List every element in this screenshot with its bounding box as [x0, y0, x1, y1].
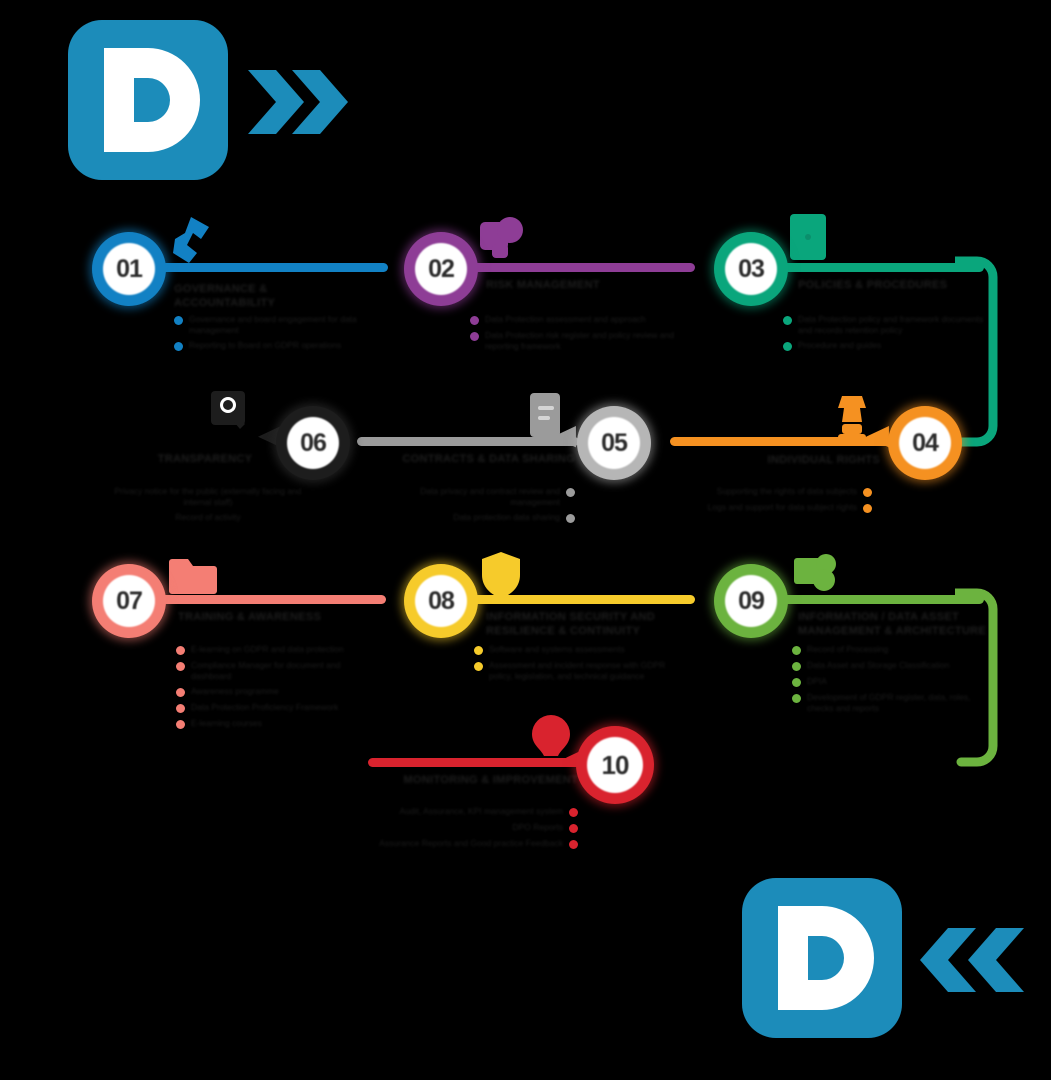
step-10-bar: [368, 758, 618, 767]
step-04-tail: [866, 426, 889, 448]
bullet-item: Awareness programme: [176, 686, 381, 697]
bullet-item: Development of GDPR register, data, role…: [792, 692, 987, 713]
step-07-bar: [140, 595, 386, 604]
connector-03-to-04: [955, 256, 998, 447]
step-08-bullets: Software and systems assessments Assessm…: [474, 644, 684, 686]
step-08-heading: INFORMATION SECURITY AND RESILIENCE & CO…: [486, 611, 655, 637]
step-03-bullets: Data Protection policy and framework doc…: [783, 314, 995, 356]
step-05-bullets: Data privacy and contract review and man…: [380, 486, 575, 528]
step-06-bullets: Privacy notice for the public (externall…: [105, 486, 305, 528]
bullet-item: Privacy notice for the public (externall…: [114, 486, 302, 507]
step-01-bullets: Governance and board engagement for data…: [174, 314, 374, 356]
step-02-bullets: Data Protection assessment and approach …: [470, 314, 680, 356]
brand-logo-bottom: [742, 878, 1030, 1042]
shield-icon: [482, 552, 520, 598]
megaphone-icon: [480, 217, 523, 258]
step-01-number: 01: [103, 243, 155, 295]
step-10-circle[interactable]: 10: [576, 726, 654, 804]
step-08-number: 08: [415, 575, 467, 627]
cloud-icon: [794, 554, 836, 591]
step-09-number: 09: [725, 575, 777, 627]
step-09-bullets: Record of Processing Data Asset and Stor…: [792, 644, 987, 718]
bullet-item: Data Asset and Storage Classification: [792, 660, 987, 671]
bullet-item: Governance and board engagement for data…: [174, 314, 374, 335]
step-05-circle[interactable]: 05: [577, 406, 651, 480]
step-07-bullets: E-learning on GDPR and data protection C…: [176, 644, 381, 734]
bullet-item: Data Protection assessment and approach: [470, 314, 680, 325]
step-01-bar: [140, 263, 388, 272]
bullet-item: E-learning courses: [176, 718, 381, 729]
step-06-number: 06: [287, 417, 339, 469]
magnifier-user-icon: [211, 391, 245, 429]
step-04-number: 04: [899, 417, 951, 469]
bullet-item: DPO Reports: [358, 822, 578, 833]
bullet-item: Compliance Manager for document and dash…: [176, 660, 381, 681]
bullet-item: Data Protection Proficiency Framework: [176, 702, 381, 713]
bullet-item: Record of activity: [175, 512, 241, 522]
bullet-item: Assessment and incident response with GD…: [474, 660, 684, 681]
step-05-heading: CONTRACTS & DATA SHARING: [402, 453, 575, 465]
bullet-item: Audit, Assurance, KPI management system: [358, 806, 578, 817]
step-04-circle[interactable]: 04: [888, 406, 962, 480]
step-02-number: 02: [415, 243, 467, 295]
step-03-heading: POLICIES & PROCEDURES: [798, 279, 948, 291]
step-04-bullets: Supporting the rights of data subjects L…: [672, 486, 872, 518]
step-04-heading: INDIVIDUAL RIGHTS: [767, 454, 880, 466]
step-09-bar: [762, 595, 984, 604]
bullet-item: Assurance Reports and Good practice Feed…: [358, 838, 578, 849]
connector-09-to-10: [955, 588, 998, 767]
step-07-heading: TRAINING & AWARENESS: [178, 611, 322, 623]
step-02-circle[interactable]: 02: [404, 232, 478, 306]
step-10-bullets: Audit, Assurance, KPI management system …: [358, 806, 578, 854]
step-07-circle[interactable]: 07: [92, 564, 166, 638]
bullet-item: Data protection data sharing: [380, 512, 575, 523]
logo-d-tile-icon: [68, 20, 228, 180]
step-09-circle[interactable]: 09: [714, 564, 788, 638]
step-05-number: 05: [588, 417, 640, 469]
step-03-circle[interactable]: 03: [714, 232, 788, 306]
step-06-circle[interactable]: 06: [276, 406, 350, 480]
step-06-heading: TRANSPARENCY: [157, 453, 253, 465]
step-01-circle[interactable]: 01: [92, 232, 166, 306]
bullet-item: Reporting to Board on GDPR operations: [174, 340, 374, 351]
double-chevron-left-icon: [920, 914, 1030, 1006]
brand-logo-top: [68, 20, 356, 184]
step-06-tail: [258, 426, 281, 448]
bullet-item: Data Protection risk register and policy…: [470, 330, 680, 351]
step-09-heading: INFORMATION / DATA ASSET MANAGEMENT & AR…: [798, 611, 986, 637]
bullet-item: Software and systems assessments: [474, 644, 684, 655]
step-02-bar: [452, 263, 695, 272]
bullet-item: Procedure and guides: [783, 340, 995, 351]
step-07-number: 07: [103, 575, 155, 627]
bullet-item: E-learning on GDPR and data protection: [176, 644, 381, 655]
step-03-bar: [762, 263, 984, 272]
lightbulb-icon: [532, 715, 570, 756]
step-10-number: 10: [587, 737, 643, 793]
contract-icon: [530, 393, 560, 437]
step-05-bar: [357, 437, 579, 446]
bullet-item: DPIA: [792, 676, 987, 687]
double-chevron-right-icon: [246, 56, 356, 148]
bullet-item: Data privacy and contract review and man…: [380, 486, 575, 507]
bullet-item: Record of Processing: [792, 644, 987, 655]
step-10-heading: MONITORING & IMPROVEMENT: [403, 774, 578, 786]
logo-d-tile-icon: [742, 878, 902, 1038]
step-01-heading: GOVERNANCE & ACCOUNTABILITY: [174, 283, 276, 309]
folder-icon: [169, 559, 217, 594]
document-icon: [790, 214, 826, 260]
bullet-item: Data Protection policy and framework doc…: [783, 314, 995, 335]
step-04-bar: [670, 437, 902, 446]
step-02-heading: RISK MANAGEMENT: [486, 279, 600, 291]
step-03-number: 03: [725, 243, 777, 295]
bullet-item: Logs and support for data subject rights: [672, 502, 872, 513]
step-08-circle[interactable]: 08: [404, 564, 478, 638]
handshake-icon: [173, 217, 209, 263]
bullet-item: Supporting the rights of data subjects: [672, 486, 872, 497]
step-08-bar: [452, 595, 695, 604]
step-05-tail: [553, 426, 576, 448]
